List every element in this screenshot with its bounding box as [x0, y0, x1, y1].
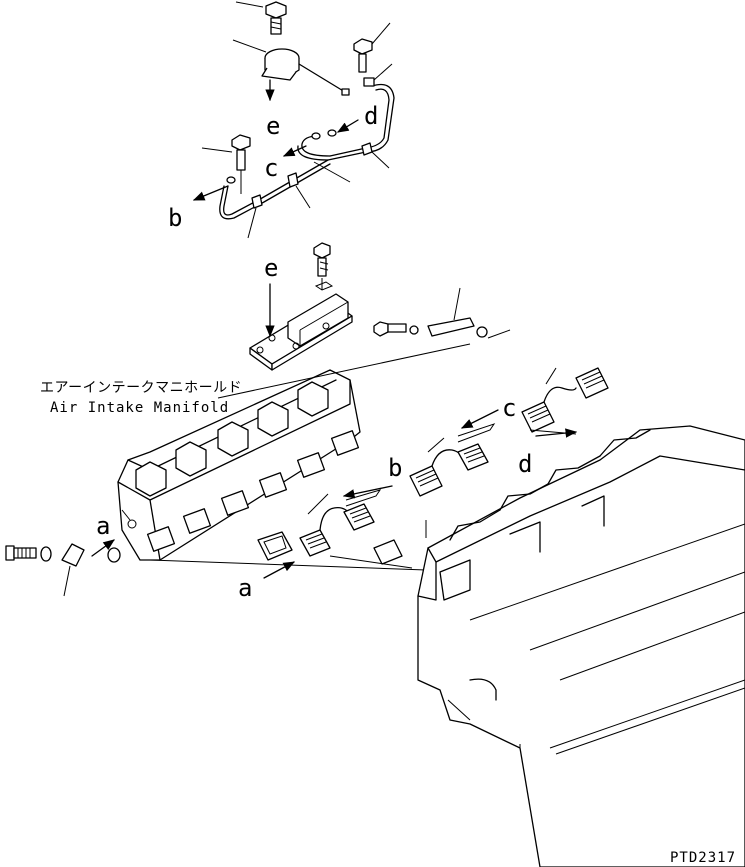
- callout-a-bottom: a: [238, 574, 252, 602]
- cover-bolt: [313, 242, 334, 291]
- relay-bolt-top: [235, 1, 287, 35]
- bracket-bolt-top: [353, 22, 391, 73]
- callout-a-left: a: [96, 512, 110, 540]
- callout-b-top: b: [168, 204, 182, 232]
- engine-block: [417, 425, 745, 867]
- part-name-english: Air Intake Manifold: [50, 400, 229, 416]
- part-name-japanese: エアーインテークマニホールド: [40, 380, 242, 396]
- heater-assembly-b: [409, 409, 499, 497]
- callout-b-mid: b: [388, 454, 402, 482]
- wiring-harness-upper: [282, 63, 395, 183]
- heater-relay: [232, 39, 350, 102]
- callout-e-mid: e: [264, 254, 278, 282]
- side-bolt-bracket: [373, 287, 511, 339]
- callout-c-top: c: [264, 154, 278, 182]
- harness-bolt: [201, 134, 251, 194]
- callout-e-top: e: [266, 112, 280, 140]
- air-intake-manifold: [117, 343, 471, 571]
- callout-d-top: d: [364, 102, 378, 130]
- left-fastener-set: [5, 539, 121, 597]
- callout-c-right: c: [502, 394, 516, 422]
- heater-cover: [249, 283, 353, 371]
- callout-d-right: d: [518, 450, 532, 478]
- drawing-code: PTD2317: [670, 850, 736, 866]
- heater-assembly-c: [521, 367, 609, 438]
- wiring-harness-lower: [192, 159, 331, 239]
- heater-assembly-a: [257, 485, 413, 579]
